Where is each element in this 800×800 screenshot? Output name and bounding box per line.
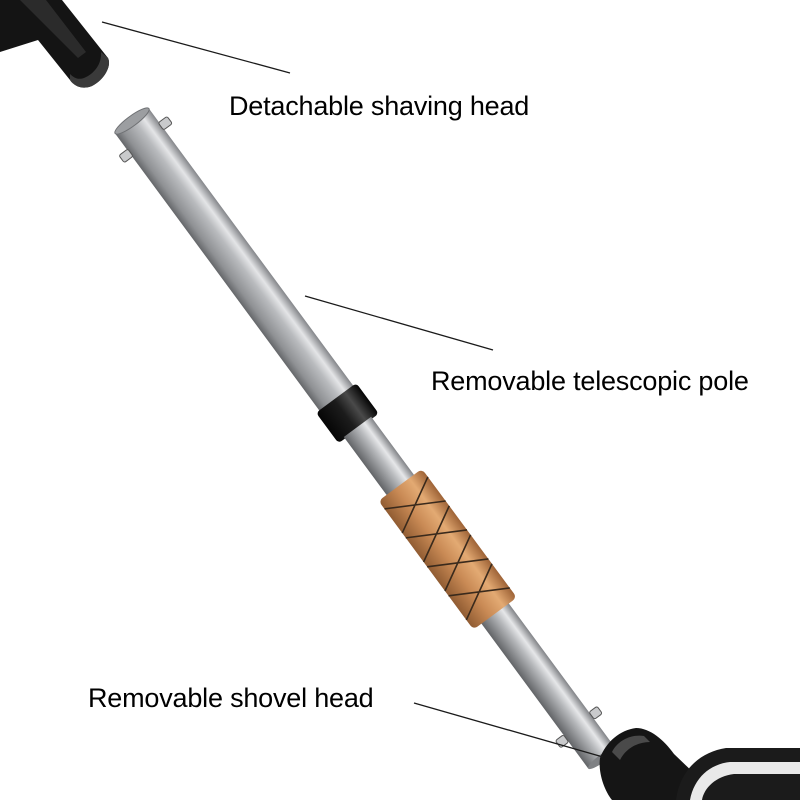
- shovel-head-icon: [599, 728, 800, 800]
- shaving-head-icon: [0, 0, 110, 88]
- grip-stitch: [384, 476, 510, 621]
- telescopic-pole-icon: [114, 107, 616, 770]
- leader-line-pole: [304, 295, 494, 351]
- tube-end-top: [114, 107, 150, 135]
- leader-line-shovel: [413, 702, 604, 758]
- shaving-head-label: Detachable shaving head: [229, 91, 530, 121]
- telescopic-pole-label: Removable telescopic pole: [431, 366, 749, 396]
- leader-line-shaving: [101, 21, 291, 74]
- leader-lines: [101, 21, 604, 758]
- joint-collar: [317, 384, 378, 442]
- shovel-head-label: Removable shovel head: [88, 683, 374, 713]
- upper-tube: [115, 108, 356, 414]
- leather-grip: [380, 470, 515, 628]
- lock-pin-icon: [119, 116, 173, 163]
